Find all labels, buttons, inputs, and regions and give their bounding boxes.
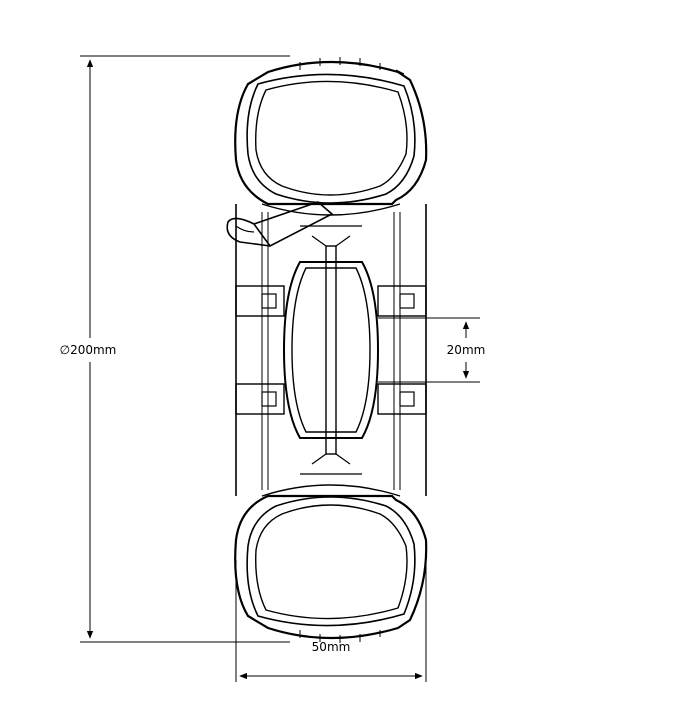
diameter-dimension: ∅200mm [60, 55, 290, 643]
bearing-right-top [377, 285, 427, 317]
bore-label: 20mm [447, 343, 486, 357]
bearing-left-bottom [235, 383, 285, 415]
bearing-left-top [235, 285, 285, 317]
diameter-label: ∅200mm [60, 343, 117, 357]
bearing-right-bottom [377, 383, 427, 415]
lower-tyre [234, 494, 428, 643]
rim-and-hub [235, 203, 427, 497]
valve-stem [226, 201, 334, 248]
bore-dimension: 20mm [378, 317, 486, 383]
width-dimension: 50mm [235, 560, 427, 682]
width-label: 50mm [312, 640, 351, 654]
upper-tyre [234, 57, 428, 206]
